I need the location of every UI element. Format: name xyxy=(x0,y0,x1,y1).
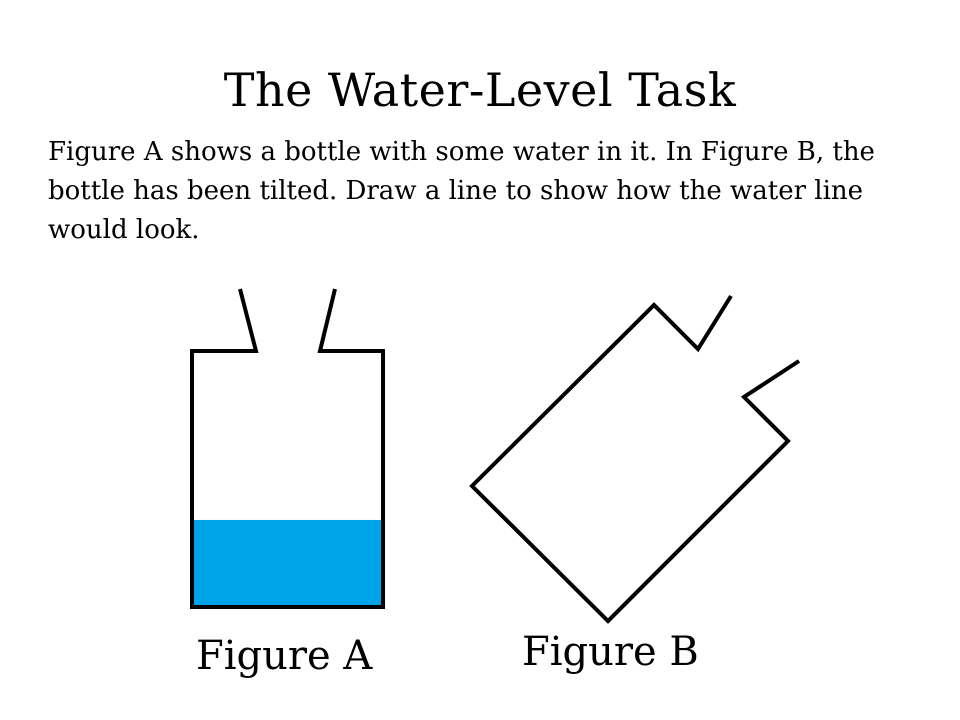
figure-b-label: Figure B xyxy=(522,629,699,675)
figure-b-bottle xyxy=(469,294,801,624)
slide-title: The Water-Level Task xyxy=(223,63,737,117)
figure-b-outline xyxy=(469,294,801,624)
figure-a-water xyxy=(194,519,383,607)
task-instructions: Figure A shows a bottle with some water … xyxy=(48,137,875,245)
figure-a-bottle xyxy=(190,288,385,609)
figure-a-label: Figure A xyxy=(196,633,373,679)
figure-a-outline xyxy=(190,288,385,609)
